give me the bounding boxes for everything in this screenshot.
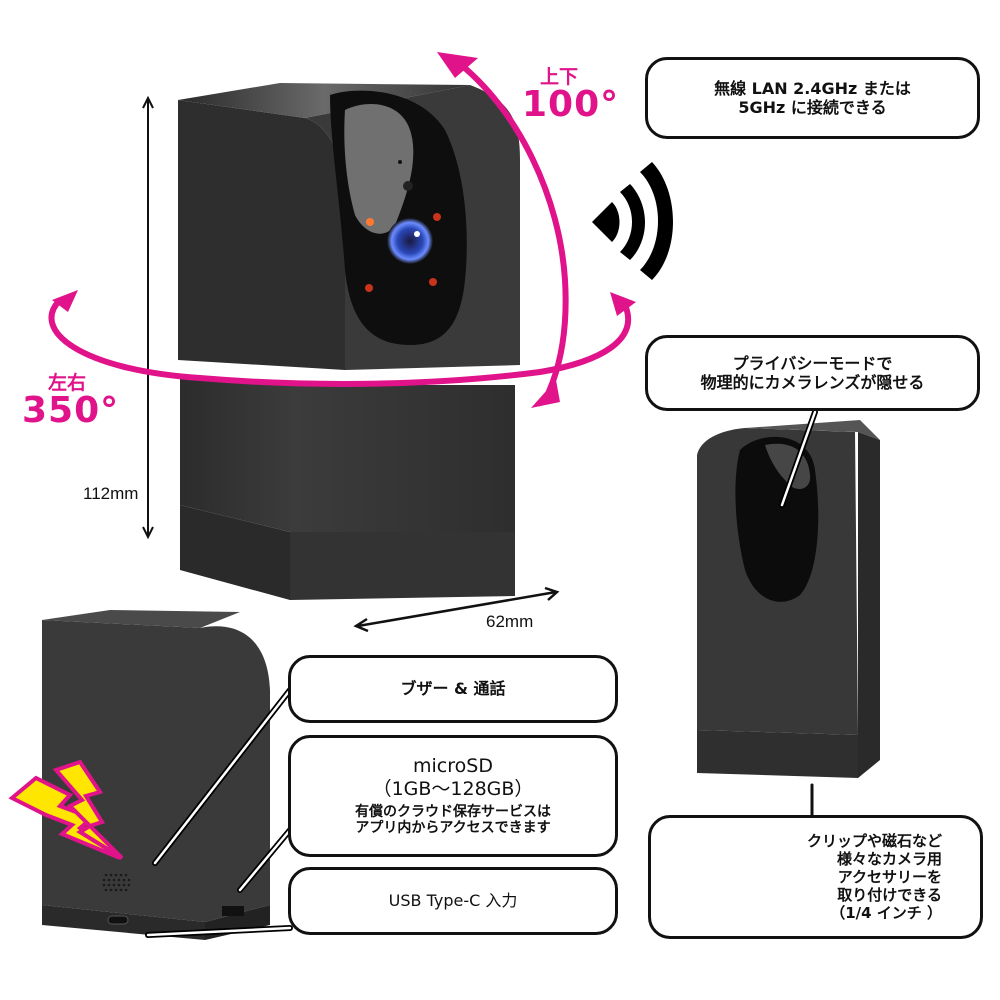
callout-microsd: microSD （1GB〜128GB） 有償のクラウド保存サービスは アプリ内か…: [288, 735, 618, 857]
vertical-rotation-degrees: 100°: [522, 84, 620, 125]
speaker-grille: [102, 873, 131, 892]
callout-wifi-line-1: 無線 LAN 2.4GHz または: [714, 78, 911, 98]
callout-accessory-mount: クリップや磁石など 様々なカメラ用 アクセサリーを 取り付けできる （1/4 イ…: [648, 815, 983, 939]
callout-usb-text: USB Type-C 入力: [388, 891, 518, 911]
callout-buzzer-talk: ブザー & 通話: [288, 655, 618, 723]
leader-lines: [145, 409, 818, 938]
vertical-rotation-label: 上下: [540, 66, 579, 88]
camera-lens: [387, 218, 433, 264]
lightning-bolt-icon: [8, 759, 124, 860]
usb-c-port: [107, 915, 129, 925]
arrow-head-right: [610, 292, 636, 316]
arrow-head-left: [52, 290, 78, 312]
width-dimension-line: [353, 586, 560, 633]
callout-mount-line-3: アクセサリーを: [837, 868, 942, 886]
width-dimension-label: 62mm: [486, 612, 534, 631]
callout-wifi-line-2: 5GHz に接続できる: [738, 98, 887, 117]
callout-microsd-line-1: 有償のクラウド保存サービスは: [355, 803, 551, 820]
main-camera-image: [178, 83, 520, 600]
horizontal-rotation-arrow: [48, 297, 632, 387]
horizontal-rotation-degrees: 350°: [22, 390, 120, 431]
callout-mount-line-1: クリップや磁石など: [806, 832, 942, 850]
callout-mount-line-5: （1/4 インチ ）: [830, 904, 942, 922]
horizontal-rotation-label: 左右: [48, 372, 87, 394]
height-dimension-line: [142, 95, 154, 540]
microsd-slot: [222, 906, 244, 916]
arrow-head-down: [531, 380, 560, 408]
height-dimension-label: 112mm: [83, 484, 139, 503]
callout-microsd-line-2: アプリ内からアクセスできます: [355, 820, 551, 837]
callout-privacy-mode: プライバシーモードで 物理的にカメラレンズが隠せる: [645, 335, 980, 411]
wifi-signal-icon: [592, 162, 673, 280]
arrow-head-up: [437, 52, 478, 78]
vertical-rotation-arrow: [453, 57, 569, 402]
callout-mount-line-2: 様々なカメラ用: [836, 850, 942, 868]
callout-mount-line-4: 取り付けできる: [837, 886, 942, 904]
callout-microsd-title: microSD: [413, 754, 493, 777]
callout-buzzer-text: ブザー & 通話: [400, 679, 506, 699]
callout-microsd-range: （1GB〜128GB）: [372, 777, 534, 800]
callout-privacy-line-1: プライバシーモードで: [732, 353, 893, 373]
callout-usb-type-c: USB Type-C 入力: [288, 867, 618, 935]
callout-privacy-line-2: 物理的にカメラレンズが隠せる: [700, 373, 925, 392]
privacy-mode-camera-image: [697, 420, 880, 778]
callout-wifi: 無線 LAN 2.4GHz または 5GHz に接続できる: [645, 57, 980, 139]
